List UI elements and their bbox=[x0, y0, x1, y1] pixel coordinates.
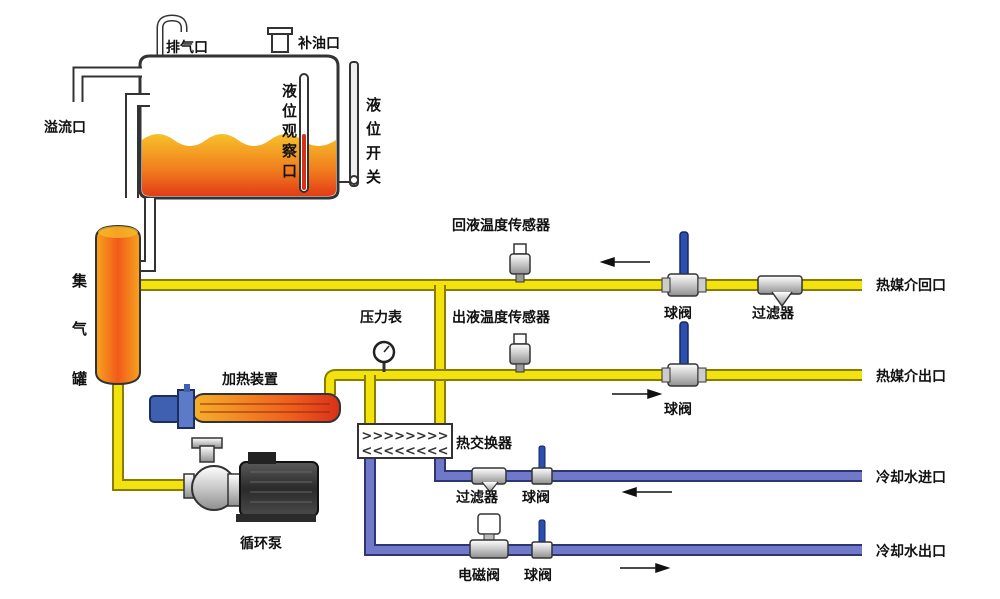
svg-text:罐: 罐 bbox=[71, 370, 87, 388]
flow-arrows bbox=[599, 256, 672, 574]
ball-valve-outlet-label: 球阀 bbox=[664, 401, 692, 418]
arrow-water-out-right bbox=[620, 562, 671, 574]
ball-valve-return bbox=[661, 231, 707, 297]
cooling-in-label: 冷却水进口 bbox=[876, 469, 946, 486]
y-filter-return bbox=[757, 275, 803, 308]
level-switch bbox=[338, 61, 359, 187]
outlet-temp-sensor-label: 出液温度传感器 bbox=[452, 309, 551, 326]
svg-text:液: 液 bbox=[366, 96, 382, 114]
heater-label: 加热装置 bbox=[221, 371, 278, 388]
filter-return-label: 过滤器 bbox=[752, 305, 795, 322]
svg-text:液: 液 bbox=[282, 82, 298, 100]
ball-valve-water-in bbox=[531, 445, 553, 485]
ball-valve-water-in-label: 球阀 bbox=[522, 489, 550, 506]
sight-glass-label: 液 位 观 察 口 bbox=[281, 82, 298, 180]
svg-text:开: 开 bbox=[366, 144, 381, 162]
svg-text:位: 位 bbox=[366, 120, 381, 138]
cooling-out-label: 冷却水出口 bbox=[876, 543, 946, 560]
oil-piping bbox=[112, 279, 862, 491]
circulation-pump bbox=[183, 437, 319, 522]
medium-return-label: 热媒介回口 bbox=[876, 277, 946, 294]
pressure-gauge bbox=[372, 340, 396, 372]
gas-collection-tank bbox=[95, 224, 141, 386]
svg-text:口: 口 bbox=[282, 162, 297, 180]
gas-tank-label: 集 气 罐 bbox=[71, 272, 88, 388]
arrow-return-left bbox=[599, 256, 650, 268]
refill-label: 补油口 bbox=[297, 35, 340, 52]
cooling-water-piping bbox=[364, 455, 862, 556]
heater bbox=[149, 384, 341, 429]
return-temp-sensor-label: 回液温度传感器 bbox=[452, 217, 551, 234]
overflow-label: 溢流口 bbox=[44, 119, 86, 136]
svg-text:观: 观 bbox=[282, 122, 297, 140]
ball-valve-water-out-label: 球阀 bbox=[524, 567, 552, 584]
svg-text:>>>>>>>>: >>>>>>>> bbox=[361, 429, 448, 444]
ball-valve-outlet bbox=[661, 321, 707, 387]
ball-valve-water-out bbox=[531, 519, 553, 559]
expansion-tank bbox=[138, 14, 340, 200]
solenoid-valve-label: 电磁阀 bbox=[458, 567, 500, 584]
arrow-water-in-left bbox=[621, 486, 672, 498]
svg-text:关: 关 bbox=[366, 168, 381, 186]
svg-text:集: 集 bbox=[71, 272, 88, 290]
solenoid-valve bbox=[469, 513, 509, 559]
vent-label: 排气口 bbox=[166, 39, 208, 56]
svg-text:气: 气 bbox=[71, 320, 87, 338]
ball-valve-return-label: 球阀 bbox=[664, 305, 692, 322]
heat-exchanger: >>>>>>>> <<<<<<<< bbox=[357, 423, 453, 459]
svg-text:察: 察 bbox=[281, 142, 298, 160]
medium-outlet-label: 热媒介出口 bbox=[876, 368, 946, 385]
pump-label: 循环泵 bbox=[240, 535, 282, 552]
outlet-temp-sensor bbox=[509, 333, 531, 373]
filter-water-label: 过滤器 bbox=[456, 489, 499, 506]
y-filter-water bbox=[471, 467, 507, 493]
svg-text:位: 位 bbox=[282, 102, 297, 120]
return-temp-sensor bbox=[509, 243, 531, 283]
svg-text:<<<<<<<<: <<<<<<<< bbox=[361, 444, 448, 459]
pressure-gauge-label: 压力表 bbox=[360, 309, 403, 326]
arrow-outlet-right bbox=[612, 388, 663, 400]
heat-exchanger-label: 热交换器 bbox=[456, 435, 513, 452]
level-switch-label: 液 位 开 关 bbox=[366, 96, 382, 186]
